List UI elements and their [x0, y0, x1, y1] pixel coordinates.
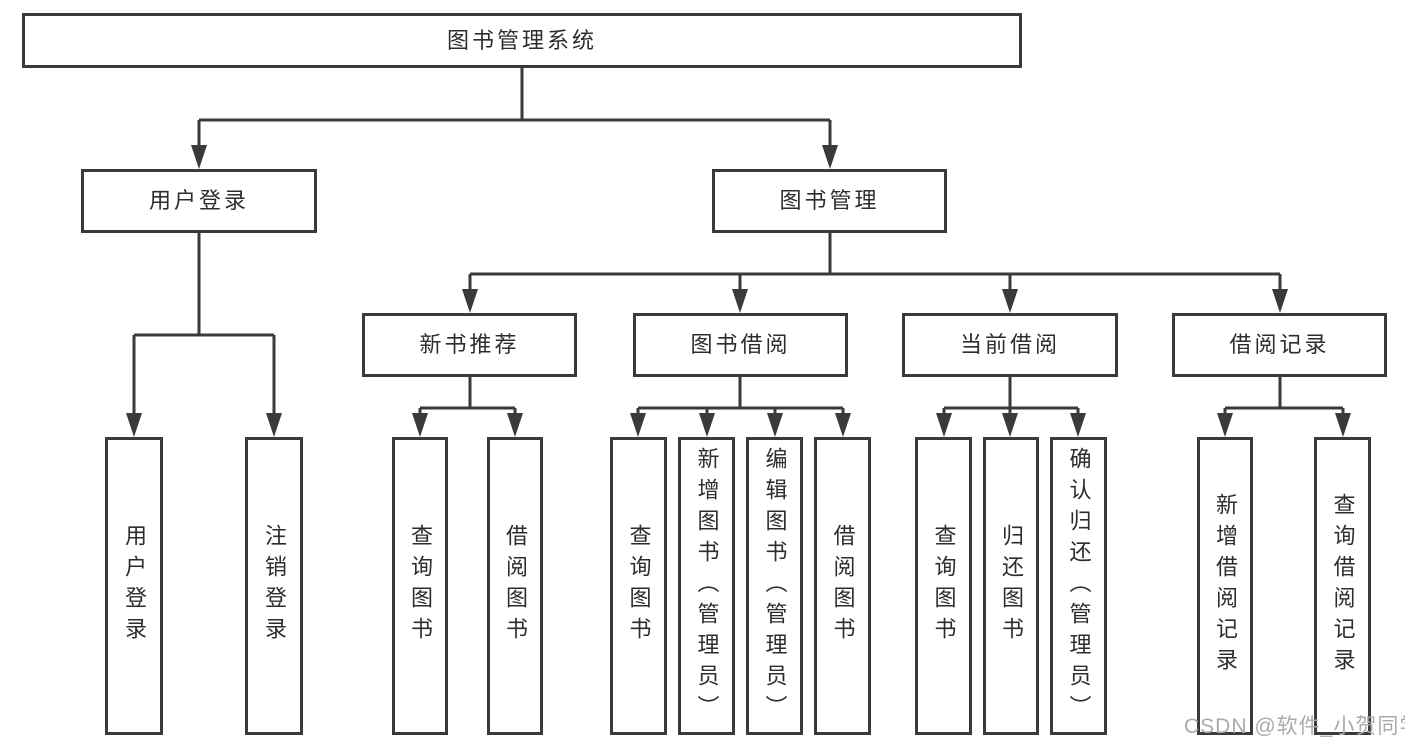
- node-label: 注销登录: [262, 524, 287, 648]
- node-label: 查询图书: [931, 524, 957, 648]
- leaf-confirm-return-admin: 确认归还（管理员）: [1050, 437, 1107, 735]
- leaf-borrow-books: 借阅图书: [814, 437, 871, 735]
- node-label: 确认归还（管理员）: [1066, 446, 1092, 726]
- node-root: 图书管理系统: [22, 13, 1022, 68]
- leaf-borrow-books-recommend: 借阅图书: [487, 437, 543, 735]
- node-label: 归还图书: [999, 524, 1024, 648]
- watermark: CSDN @软件_小贺同学: [1184, 715, 1405, 738]
- node-label: 查询图书: [408, 524, 433, 648]
- node-label: 查询图书: [626, 524, 652, 648]
- node-label: 新书推荐: [419, 332, 520, 357]
- node-label: 新增图书（管理员）: [694, 446, 720, 726]
- node-label: 用户登录: [122, 524, 147, 648]
- leaf-user-login: 用户登录: [105, 437, 163, 735]
- node-label: 借阅图书: [503, 524, 528, 648]
- leaf-query-books-current: 查询图书: [915, 437, 972, 735]
- node-label: 新增借阅记录: [1213, 493, 1238, 679]
- node-label: 借阅图书: [830, 524, 856, 648]
- leaf-query-borrow-record: 查询借阅记录: [1314, 437, 1371, 735]
- leaf-add-borrow-record: 新增借阅记录: [1197, 437, 1253, 735]
- node-book-borrow: 图书借阅: [633, 313, 848, 377]
- leaf-edit-books-admin: 编辑图书（管理员）: [746, 437, 803, 735]
- node-label: 图书借阅: [690, 332, 791, 357]
- node-label: 用户登录: [148, 188, 249, 213]
- node-label: 当前借阅: [959, 332, 1060, 357]
- leaf-return-books: 归还图书: [983, 437, 1039, 735]
- leaf-query-books-recommend: 查询图书: [392, 437, 448, 735]
- node-new-book-recommend: 新书推荐: [362, 313, 577, 377]
- node-label: 编辑图书（管理员）: [762, 446, 788, 726]
- leaf-logout: 注销登录: [245, 437, 303, 735]
- node-user-login: 用户登录: [81, 169, 317, 233]
- node-label: 图书管理: [779, 188, 880, 213]
- node-label: 图书管理系统: [446, 27, 597, 53]
- node-label: 借阅记录: [1229, 332, 1330, 357]
- node-label: 查询借阅记录: [1330, 493, 1356, 679]
- node-borrow-records: 借阅记录: [1172, 313, 1387, 377]
- leaf-query-books-borrow: 查询图书: [610, 437, 667, 735]
- node-current-borrow: 当前借阅: [902, 313, 1118, 377]
- leaf-add-books-admin: 新增图书（管理员）: [678, 437, 735, 735]
- node-book-management: 图书管理: [712, 169, 947, 233]
